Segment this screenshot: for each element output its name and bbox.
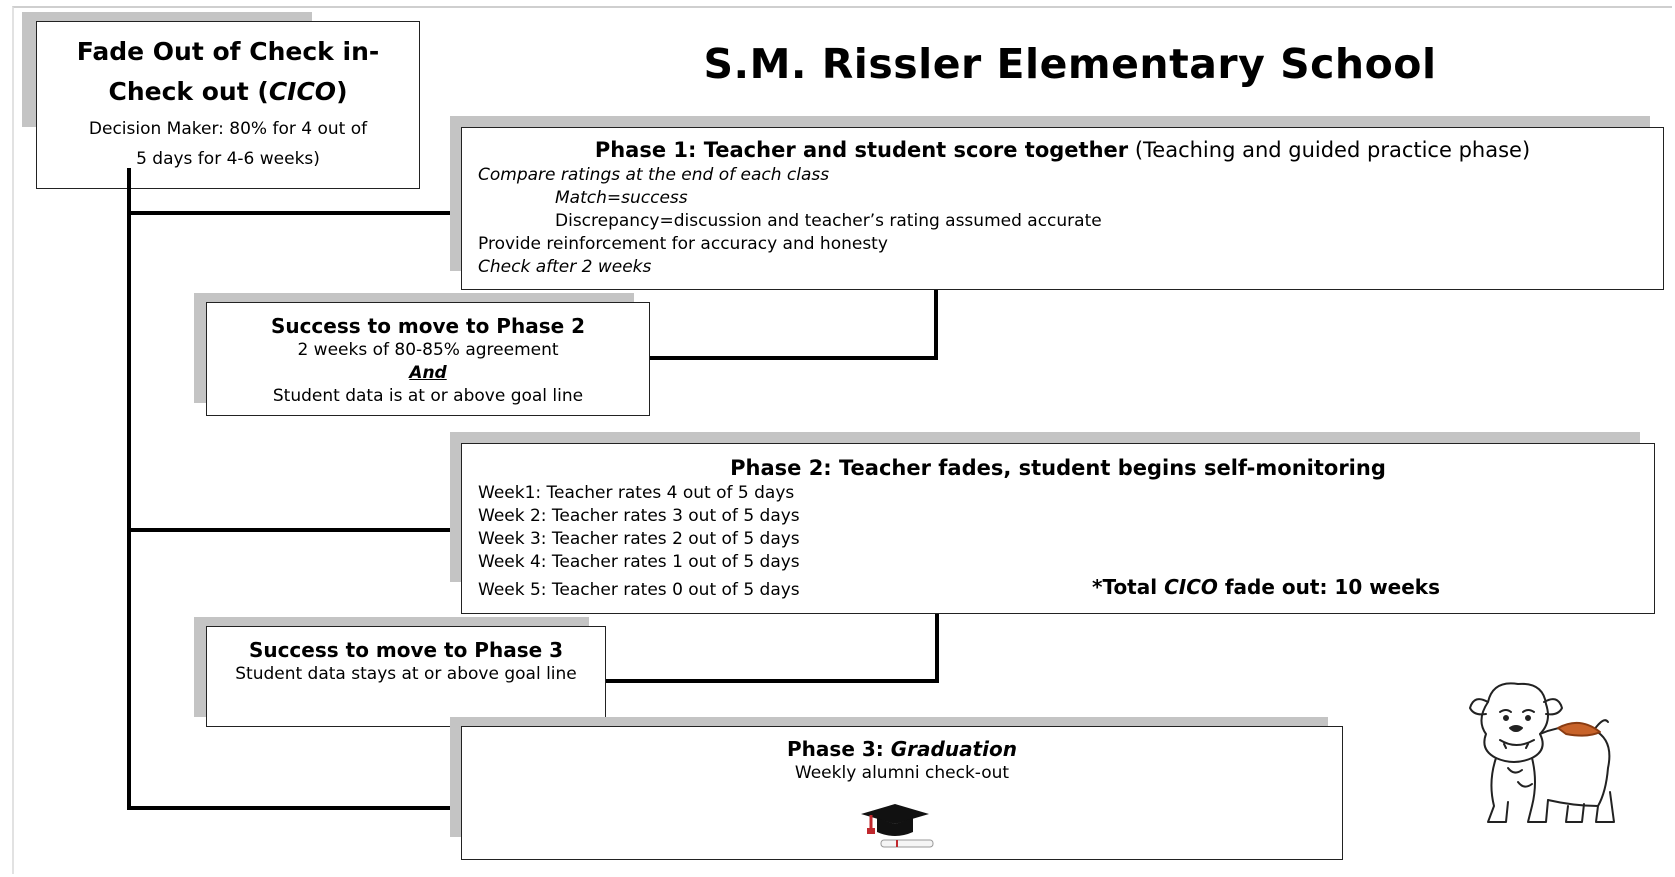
phase3-box: Phase 3: Graduation Weekly alumni check-…	[461, 726, 1343, 860]
connector-phase2	[127, 528, 463, 532]
school-title: S.M. Rissler Elementary School	[703, 40, 1437, 88]
phase1-line-match: Match=success	[555, 188, 688, 208]
phase2-box: Phase 2: Teacher fades, student begins s…	[461, 443, 1655, 614]
success2-line2: Student data is at or above goal line	[272, 386, 584, 406]
phase1-title: Phase 1: Teacher and student score toget…	[594, 138, 1531, 162]
phase2-week-2: Week 2: Teacher rates 3 out of 5 days	[478, 506, 800, 526]
total-fade-out-note: *Total CICO fade out: 10 weeks	[1092, 575, 1441, 599]
phase2-week-1: Week1: Teacher rates 4 out of 5 days	[478, 483, 795, 503]
success2-connector	[648, 356, 938, 360]
phase3-line1: Weekly alumni check-out	[794, 763, 1010, 783]
success2-box: Success to move to Phase 2 2 weeks of 80…	[206, 302, 650, 416]
success2-line1: 2 weeks of 80-85% agreement	[297, 340, 559, 360]
connector-phase3	[127, 806, 463, 810]
phase3-title: Phase 3: Graduation	[787, 737, 1017, 761]
success2-and: And	[409, 363, 447, 383]
fade-decision-line1: Decision Maker: 80% for 4 out of	[88, 119, 368, 139]
phase2-week-4: Week 4: Teacher rates 1 out of 5 days	[478, 552, 800, 572]
phase2-title: Phase 2: Teacher fades, student begins s…	[730, 456, 1386, 480]
phase1-line-compare: Compare ratings at the end of each class	[478, 165, 830, 185]
phase2-week-5: Week 5: Teacher rates 0 out of 5 days	[478, 580, 800, 600]
success3-line1: Student data stays at or above goal line	[235, 664, 577, 684]
success3-connector	[604, 679, 939, 683]
success3-box: Success to move to Phase 3 Student data …	[206, 626, 606, 727]
fade-decision-line2: 5 days for 4-6 weeks)	[136, 149, 320, 169]
fade-out-box: Fade Out of Check in- Check out (CICO) D…	[36, 21, 420, 189]
phase1-line-check: Check after 2 weeks	[478, 257, 652, 277]
phase1-line-reinforcement: Provide reinforcement for accuracy and h…	[478, 234, 888, 254]
phase1-line-discrepancy: Discrepancy=discussion and teacher’s rat…	[555, 211, 1102, 231]
fade-title-line1: Fade Out of Check in-	[76, 37, 380, 66]
main-vertical-line	[127, 168, 131, 810]
page-frame	[12, 6, 1672, 874]
phase2-down-line	[935, 595, 939, 683]
bulldog-mascot-icon	[1448, 672, 1628, 832]
graduation-cap-icon	[857, 802, 937, 852]
connector-phase1	[127, 211, 463, 215]
success3-title: Success to move to Phase 3	[248, 638, 564, 662]
phase1-down-line	[934, 270, 938, 360]
fade-title-line2: Check out (CICO)	[108, 77, 348, 106]
phase1-box: Phase 1: Teacher and student score toget…	[461, 127, 1664, 290]
success2-title: Success to move to Phase 2	[270, 314, 586, 338]
phase2-week-3: Week 3: Teacher rates 2 out of 5 days	[478, 529, 800, 549]
